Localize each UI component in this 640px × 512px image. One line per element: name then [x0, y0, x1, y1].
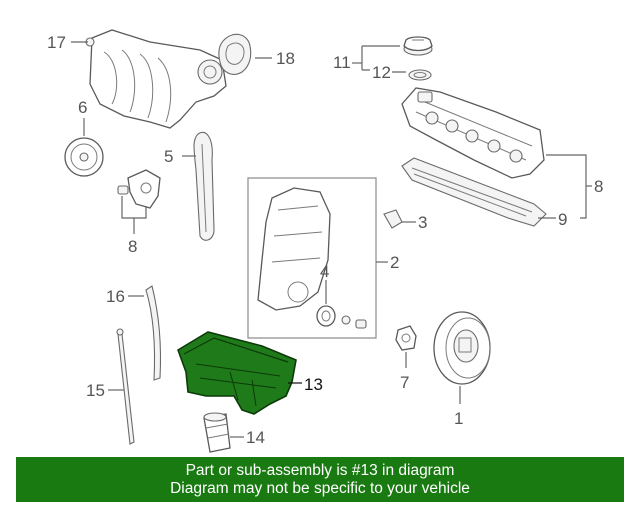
valve-cover-gasket-part[interactable]	[401, 157, 547, 227]
callout-16: 16	[106, 287, 125, 306]
tensioner-part[interactable]	[117, 169, 161, 209]
callout-4: 4	[320, 262, 329, 281]
intake-gasket-part[interactable]	[218, 33, 252, 75]
callout-18: 18	[276, 49, 295, 68]
callout-13: 13	[304, 375, 323, 394]
plug-part[interactable]	[383, 209, 403, 229]
callout-11: 11	[333, 53, 351, 72]
oil-pan-part[interactable]	[177, 331, 297, 415]
pulley-bolt-part[interactable]	[395, 325, 417, 351]
callout-17: 17	[47, 33, 66, 52]
parts-diagram: 17 18 11 12 8 9	[47, 29, 603, 453]
intake-manifold-part[interactable]	[85, 29, 227, 129]
banner-line-1: Part or sub-assembly is #13 in diagram	[185, 462, 455, 479]
valve-cover-part[interactable]	[401, 87, 545, 179]
fitment-notice-banner: Part or sub-assembly is #13 in diagram D…	[16, 457, 624, 502]
oil-filter-part[interactable]	[203, 412, 231, 453]
front-seal-part[interactable]	[316, 305, 367, 329]
banner-line-2: Diagram may not be specific to your vehi…	[170, 480, 470, 497]
oil-filler-cap-part[interactable]	[403, 36, 433, 56]
callout-6: 6	[78, 98, 87, 117]
timing-cover-part[interactable]	[257, 187, 331, 311]
dipstick-part[interactable]	[116, 328, 135, 445]
callout-8: 8	[128, 237, 137, 256]
sprocket-part[interactable]	[64, 137, 104, 177]
callout-3: 3	[418, 213, 427, 232]
callout-9: 8	[594, 177, 603, 196]
crankshaft-pulley-part[interactable]	[433, 311, 491, 385]
dipstick-tube-part[interactable]	[145, 285, 162, 381]
timing-belt-part[interactable]	[193, 131, 215, 241]
callout-7: 7	[400, 373, 409, 392]
callout-12: 12	[372, 63, 391, 82]
callout-2: 2	[390, 253, 399, 272]
callout-10: 9	[558, 210, 567, 229]
callout-14: 14	[246, 428, 265, 447]
callout-15: 15	[86, 381, 105, 400]
callout-1: 1	[454, 409, 463, 428]
callout-5: 5	[164, 147, 173, 166]
oil-cap-seal-part[interactable]	[408, 69, 432, 81]
